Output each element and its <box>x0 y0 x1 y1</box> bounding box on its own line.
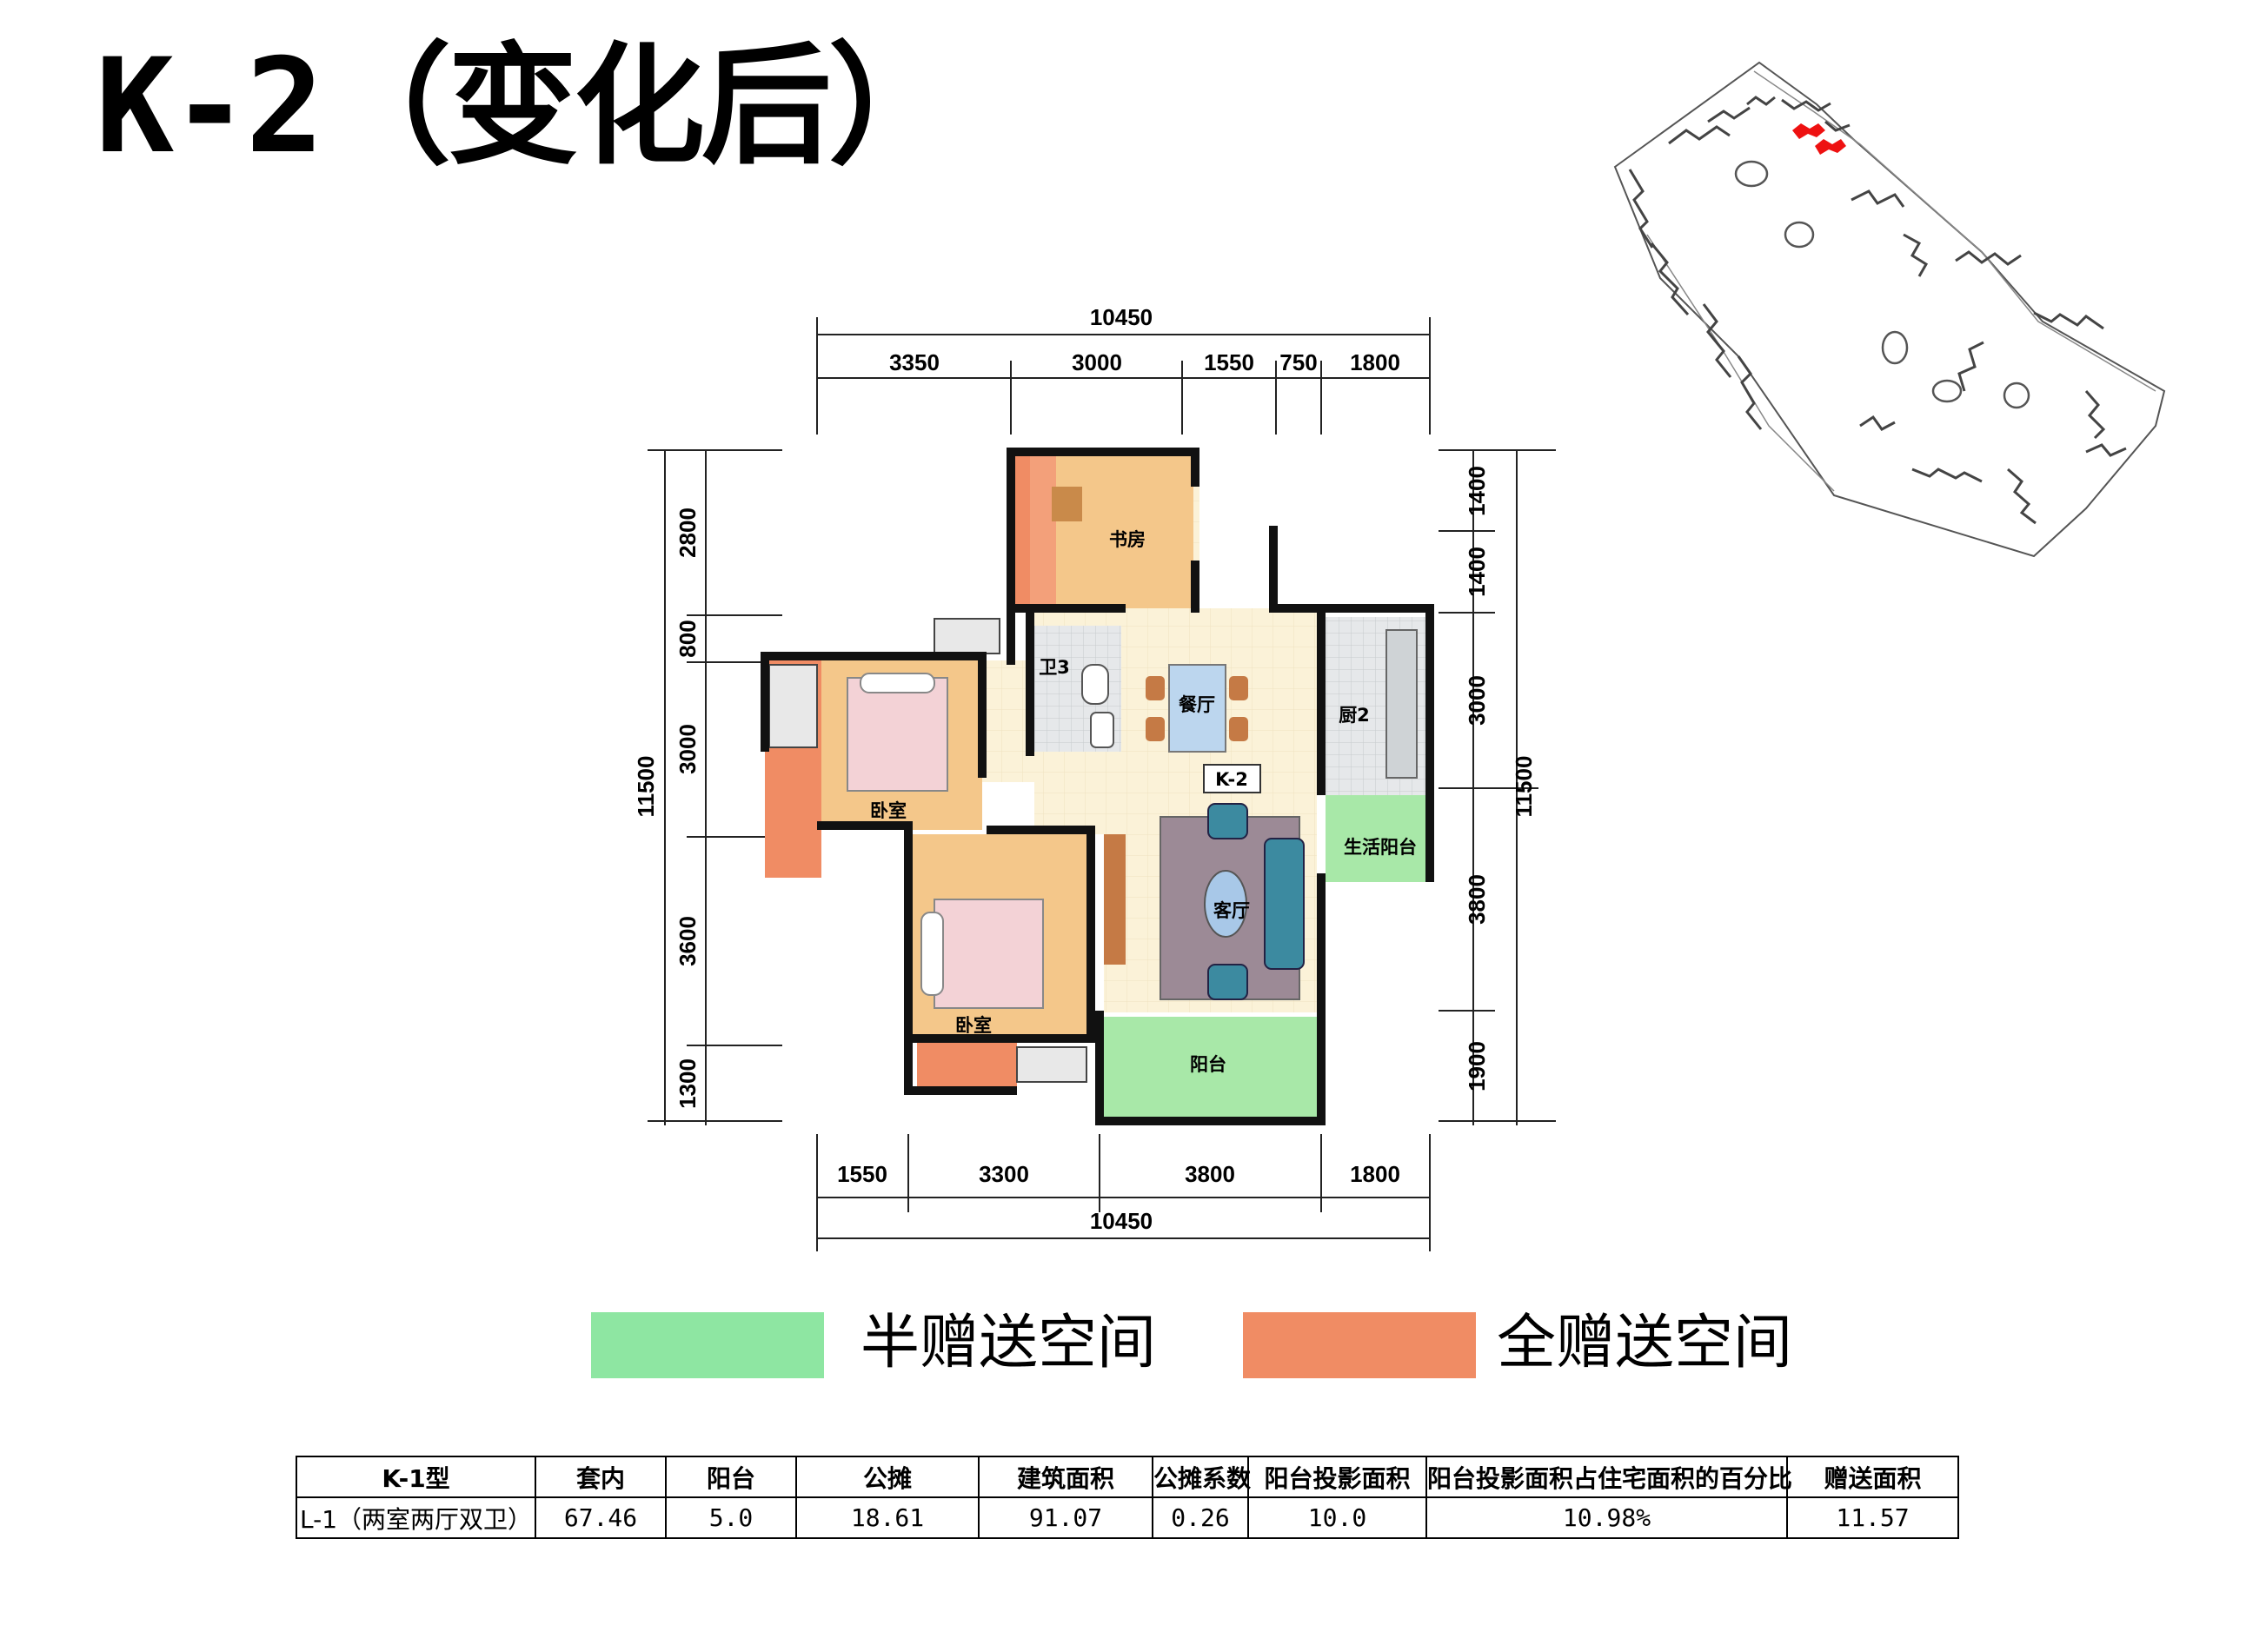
dimension-labels: 10450 3350 3000 1550 750 1800 1550 3300 … <box>633 304 1537 1234</box>
bedroom-top-window <box>768 664 818 748</box>
site-unit-marker <box>1792 123 1846 155</box>
balcony <box>1104 1017 1317 1117</box>
toilet <box>1081 664 1109 705</box>
bedroom-bottom-gift <box>917 1041 1017 1093</box>
room-labels: 书房 卫3 餐厅 厨2 卧室 客厅 生活阳台 卧室 阳台 <box>870 529 1417 1075</box>
bath-window <box>934 618 1000 654</box>
dim-left-total: 11500 <box>633 756 659 818</box>
study-bay <box>1030 456 1056 608</box>
table-cell: 18.61 <box>795 1496 980 1539</box>
dim-bottom: 3800 <box>1185 1161 1235 1187</box>
dim-left: 3000 <box>674 724 701 774</box>
dim-right: 1400 <box>1464 466 1490 516</box>
table-header-cell: 赠送面积 <box>1786 1456 1959 1498</box>
pillows-bottom <box>920 912 944 996</box>
table-cell: 10.98% <box>1425 1496 1788 1539</box>
legend-half-label: 半赠送空间 <box>861 1309 1157 1377</box>
legend-full-swatch <box>1243 1312 1476 1378</box>
table-cell: 91.07 <box>978 1496 1153 1539</box>
table-cell: 11.57 <box>1786 1496 1959 1539</box>
site-plan-map <box>1613 61 2166 558</box>
room-label-dining: 餐厅 <box>1179 694 1215 715</box>
legend-full-label: 全赠送空间 <box>1497 1309 1793 1377</box>
room-label-bedroom: 卧室 <box>955 1015 992 1036</box>
area-table: K-1型 套内 阳台 公摊 建筑面积 公摊系数 阳台投影面积 阳台投影面积占住宅… <box>296 1456 1959 1539</box>
dim-right: 1900 <box>1464 1041 1490 1091</box>
table-header-cell: 建筑面积 <box>978 1456 1153 1498</box>
dim-right: 3000 <box>1464 675 1490 726</box>
walls <box>761 448 1434 1125</box>
dimension-lines <box>648 317 1556 1251</box>
table-header-row: K-1型 套内 阳台 公摊 建筑面积 公摊系数 阳台投影面积 阳台投影面积占住宅… <box>296 1456 1959 1498</box>
tv-cabinet <box>1104 834 1126 965</box>
table-header-cell: 阳台 <box>665 1456 797 1498</box>
table-cell: 67.46 <box>535 1496 667 1539</box>
armchair-top <box>1207 803 1248 839</box>
study-desk <box>1052 487 1082 521</box>
dim-top: 1550 <box>1204 349 1254 375</box>
dim-right: 3800 <box>1464 874 1490 925</box>
bed-top <box>847 677 948 792</box>
dim-top: 1800 <box>1350 349 1400 375</box>
room-label-living: 客厅 <box>1213 900 1250 921</box>
table-header-cell: 阳台投影面积 <box>1247 1456 1427 1498</box>
dim-bottom-total: 10450 <box>1090 1208 1153 1234</box>
room-label-bath: 卫3 <box>1039 657 1070 678</box>
dim-bottom: 1800 <box>1350 1161 1400 1187</box>
room-label-study: 书房 <box>1109 529 1146 550</box>
dim-right: 1400 <box>1464 547 1490 597</box>
table-cell: 10.0 <box>1247 1496 1427 1539</box>
dim-left: 1300 <box>674 1058 701 1109</box>
site-ponds <box>1734 160 2030 409</box>
dim-top-total: 10450 <box>1090 304 1153 330</box>
sofa <box>1264 838 1305 970</box>
dim-left: 3600 <box>674 916 701 966</box>
dim-bottom: 1550 <box>837 1161 887 1187</box>
site-buildings <box>1628 96 2127 525</box>
page-title: K-2（变化后） <box>96 31 959 182</box>
dim-left: 800 <box>674 620 701 657</box>
dining-table <box>1168 664 1226 753</box>
bed-bottom <box>934 899 1044 1009</box>
dim-top: 750 <box>1279 349 1317 375</box>
legend-half-swatch <box>591 1312 824 1378</box>
dining-chairs <box>1146 676 1248 741</box>
table-cell: 5.0 <box>665 1496 797 1539</box>
dim-bottom: 3300 <box>979 1161 1029 1187</box>
dim-right-total: 11500 <box>1511 756 1537 818</box>
table-header-cell: 公摊系数 <box>1152 1456 1251 1498</box>
armchair-bottom <box>1207 964 1248 1000</box>
dim-top: 3350 <box>889 349 940 375</box>
dim-top: 3000 <box>1072 349 1122 375</box>
table-cell: 0.26 <box>1152 1496 1249 1539</box>
table-header-cell: 公摊 <box>795 1456 980 1498</box>
room-label-bedroom: 卧室 <box>870 800 907 821</box>
table-header-cell: 阳台投影面积占住宅面积的百分比 <box>1425 1456 1792 1498</box>
table-header-cell: 套内 <box>535 1456 667 1498</box>
coffee-table <box>1204 870 1247 938</box>
unit-tag-box <box>1203 764 1261 793</box>
utility-balcony <box>1326 795 1425 882</box>
unit-tag: K-2 <box>1215 769 1248 790</box>
room-label-kitchen: 厨2 <box>1339 705 1370 726</box>
table-header-cell: K-1型 <box>296 1456 536 1498</box>
basin <box>1090 712 1114 748</box>
pillows-top <box>860 673 935 693</box>
kitchen-counter <box>1385 629 1418 779</box>
room-label-utility-balcony: 生活阳台 <box>1344 837 1417 858</box>
bedroom-bottom-window <box>1016 1046 1087 1083</box>
dim-left: 2800 <box>674 508 701 558</box>
table-cell: L-1（两室两厅双卫） <box>296 1496 536 1539</box>
room-label-balcony: 阳台 <box>1190 1054 1226 1075</box>
floor-plan: 10450 3350 3000 1550 750 1800 1550 3300 … <box>633 304 1556 1251</box>
table-row: L-1（两室两厅双卫） 67.46 5.0 18.61 91.07 0.26 1… <box>296 1496 1959 1539</box>
